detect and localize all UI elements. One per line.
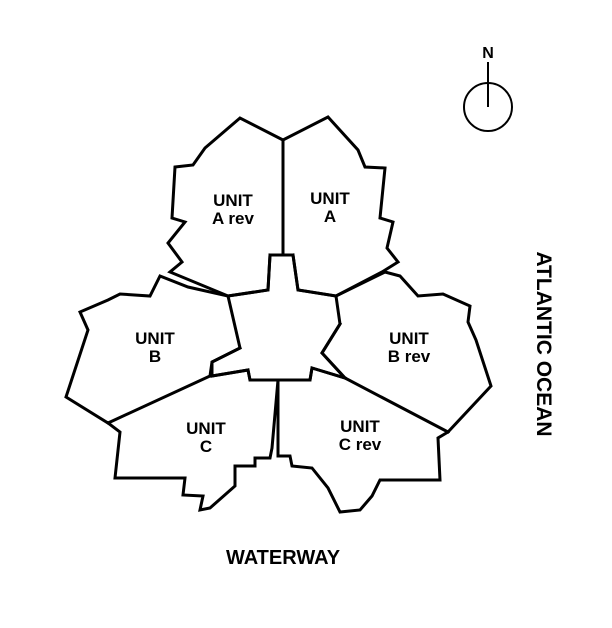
- unit-c-rev-label-line2: C rev: [339, 435, 382, 454]
- unit-c-outline: [105, 368, 280, 512]
- unit-a-rev-label-line2: A rev: [212, 209, 254, 228]
- central-core-outline: [210, 253, 350, 382]
- unit-a-label-line1: UNIT: [310, 189, 350, 208]
- building-walls: [64, 115, 493, 514]
- unit-a-rev-label-line1: UNIT: [213, 191, 253, 210]
- unit-c-label-line2: C: [200, 437, 212, 456]
- unit-b-rev-label-line1: UNIT: [389, 329, 429, 348]
- unit-b-rev-label-line2: B rev: [388, 347, 431, 366]
- unit-c-label-line1: UNIT: [186, 419, 226, 438]
- unit-a-label-line2: A: [324, 207, 336, 226]
- unit-b-outline: [64, 274, 243, 425]
- atlantic-ocean-label: ATLANTIC OCEAN: [532, 251, 555, 436]
- compass-north-label: N: [482, 45, 494, 62]
- unit-labels: UNIT A rev UNIT A UNIT B UNIT B rev UNIT…: [135, 189, 431, 456]
- unit-b-label-line2: B: [149, 347, 161, 366]
- unit-c-rev-label-line1: UNIT: [340, 417, 380, 436]
- unit-b-label-line1: UNIT: [135, 329, 175, 348]
- waterway-label: WATERWAY: [226, 547, 341, 569]
- north-arrow-icon: N: [463, 45, 513, 132]
